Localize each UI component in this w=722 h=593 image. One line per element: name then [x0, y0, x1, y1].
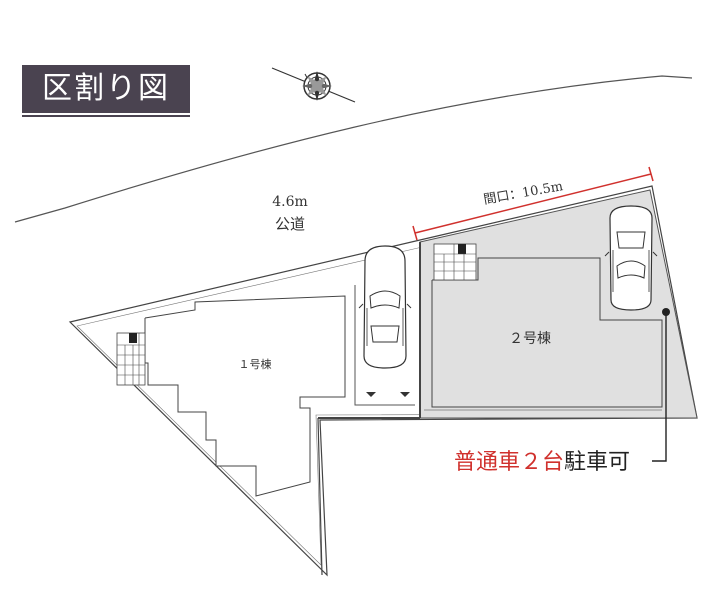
entrance-marker: [366, 392, 376, 397]
frontage-dimension: [412, 166, 654, 241]
building-2-outline: [431, 257, 663, 408]
meter-box-icon: [116, 332, 146, 386]
road-name-label: 公道: [274, 215, 305, 233]
leader-line: [652, 308, 670, 462]
parking-rest: 駐車可: [564, 450, 631, 475]
road-width-label: 4.6m: [272, 194, 308, 210]
car-icon: [358, 245, 412, 369]
title-background: [22, 65, 190, 113]
building-1-outline: [144, 295, 346, 497]
parking-note: 普通車２台駐車可: [454, 444, 630, 476]
road-edge-line: [14, 75, 693, 223]
page-title: 区割り図: [42, 71, 170, 106]
entrance-marker: [400, 392, 410, 397]
car-icon: [604, 205, 658, 311]
title-badge: 区割り図: [22, 65, 190, 117]
meter-box-icon: [433, 243, 477, 281]
parking-highlight: 普通車２台: [454, 450, 565, 475]
building-2-label: ２号棟: [509, 331, 551, 347]
compass-rose-icon: [271, 67, 356, 103]
building-1-label: １号棟: [238, 358, 272, 371]
title-underline: [22, 115, 190, 117]
